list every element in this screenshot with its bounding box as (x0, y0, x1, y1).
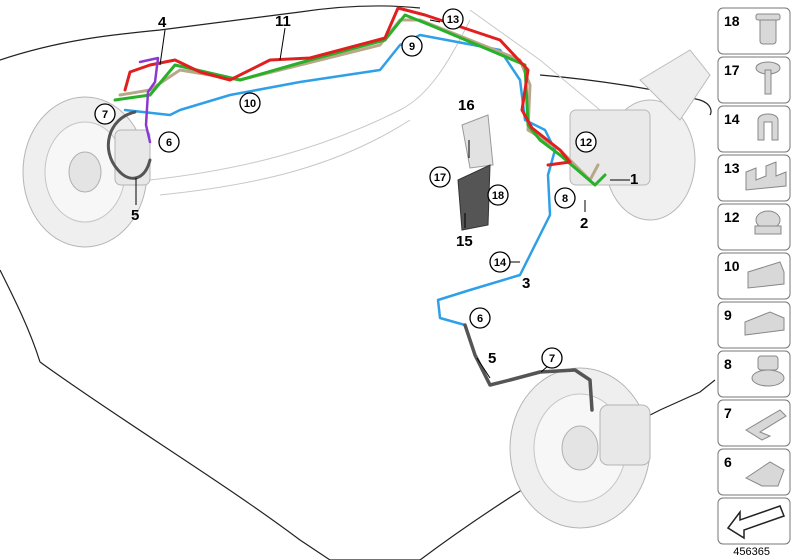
circle-8 (554, 187, 576, 209)
circle-13 (442, 8, 464, 30)
circle-18 (487, 184, 509, 206)
circle-7-left (94, 103, 116, 125)
pipe-clip-13-icon (745, 161, 787, 191)
label-5-left: 5 (131, 207, 139, 224)
circle-7-right (541, 347, 563, 369)
screw-icon (755, 61, 781, 95)
engine-bay-sketch (149, 9, 601, 196)
diagram-part-code: 456365 (733, 546, 770, 558)
circle-6-right-text: 6 (477, 313, 483, 325)
circle-12-text: 12 (580, 137, 592, 149)
leader-lines (135, 19, 630, 379)
pipe-clip-10-icon (747, 261, 785, 289)
bracket-assembly (457, 114, 494, 231)
part-number-18: 18 (724, 13, 740, 29)
circled-labels (94, 8, 597, 369)
circle-17-text: 17 (434, 172, 446, 184)
circled-label-texts: 6 6 7 7 8 9 10 12 13 14 17 18 (102, 14, 592, 365)
circle-14-text: 14 (494, 257, 507, 269)
right-brake-hose (463, 323, 594, 412)
part-number-10: 10 (724, 258, 740, 274)
blue-brake-line (123, 33, 557, 327)
grommet-icon (751, 355, 785, 387)
part-number-6: 6 (724, 454, 732, 470)
pipe-clip-12-icon (754, 210, 782, 235)
part-number-17: 17 (724, 62, 740, 78)
circle-10 (239, 92, 261, 114)
circle-17 (429, 166, 451, 188)
brake-booster (569, 49, 711, 221)
right-brake-disc (509, 367, 651, 529)
circle-13-text: 13 (447, 14, 459, 26)
holder-clip-icon (757, 113, 779, 141)
circle-6-right (469, 307, 491, 329)
brake-lines (106, 6, 607, 412)
retaining-clip-7-icon (745, 409, 787, 441)
left-brake-hose (106, 110, 152, 180)
retaining-clip-6-icon (745, 461, 785, 487)
label-4: 4 (158, 14, 167, 31)
label-11: 11 (275, 13, 291, 30)
label-3: 3 (522, 275, 530, 292)
circle-18-text: 18 (492, 190, 504, 202)
front-direction-arrow-icon (726, 505, 785, 540)
circle-7-left-text: 7 (102, 109, 108, 121)
circle-12 (575, 131, 597, 153)
parts-panel: 18 17 14 13 12 10 9 8 7 6 (717, 7, 791, 545)
part-number-13: 13 (724, 160, 740, 176)
left-brake-disc (22, 96, 151, 248)
circle-8-text: 8 (562, 193, 568, 205)
part-number-14: 14 (724, 111, 740, 127)
circle-6-left (158, 131, 180, 153)
circle-14 (489, 251, 511, 273)
part-number-7: 7 (724, 405, 732, 421)
part-number-8: 8 (724, 356, 732, 372)
label-5-right: 5 (488, 350, 496, 367)
plain-labels: 1 2 3 4 5 5 11 15 16 (131, 13, 638, 367)
part-number-9: 9 (724, 307, 732, 323)
green-brake-line (113, 13, 607, 187)
label-16: 16 (458, 97, 475, 114)
circle-6-left-text: 6 (166, 137, 172, 149)
circle-7-right-text: 7 (549, 353, 555, 365)
circle-9 (401, 35, 423, 57)
label-15: 15 (456, 233, 473, 250)
purple-brake-line (138, 56, 160, 144)
red-brake-line (123, 6, 572, 167)
clip-nut-icon (755, 13, 781, 45)
label-1: 1 (630, 171, 638, 188)
circle-10-text: 10 (244, 98, 256, 110)
part-box-7 (717, 399, 791, 447)
circle-9-text: 9 (409, 41, 415, 53)
pipe-clip-9-icon (744, 311, 785, 336)
part-number-12: 12 (724, 209, 740, 225)
label-2: 2 (580, 215, 588, 232)
